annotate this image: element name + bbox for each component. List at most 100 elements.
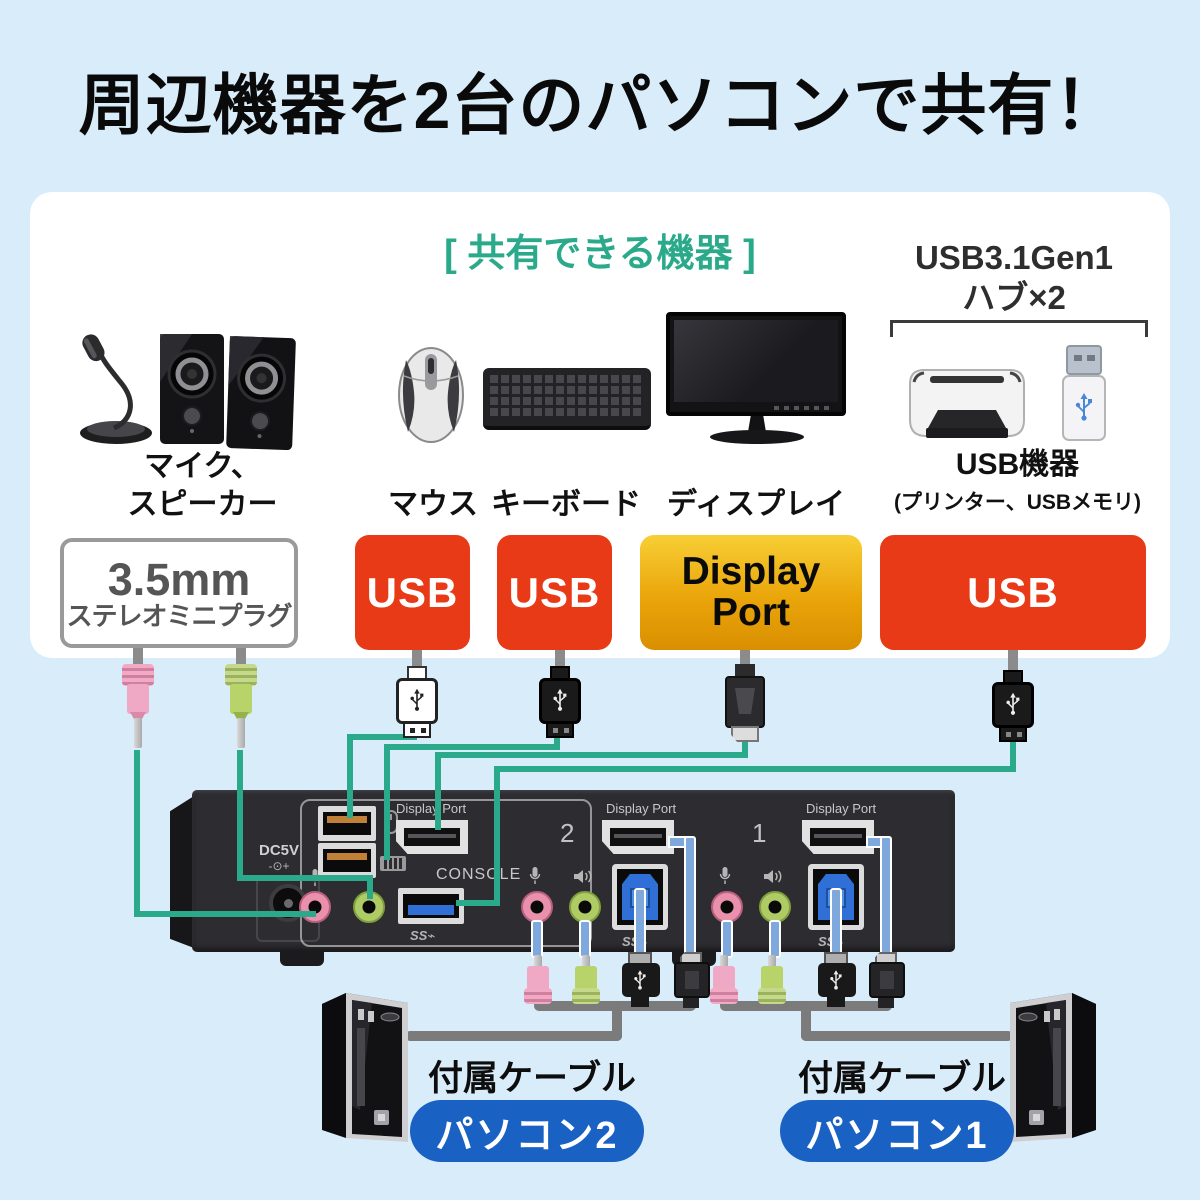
pc2-usb-cable xyxy=(634,888,646,956)
plug-body xyxy=(527,966,549,990)
pc1-dp-cable xyxy=(880,836,892,958)
hub-bracket-right xyxy=(1145,320,1148,337)
pc1-speaker-jack xyxy=(759,891,791,923)
pc1-dp-label: Display Port xyxy=(806,801,877,816)
line-mouse-h xyxy=(347,734,417,740)
plug-ridge xyxy=(710,988,738,1004)
line-usbdev-v xyxy=(494,766,500,906)
pc2-speaker-jack xyxy=(569,891,601,923)
badge-displayport: Display Port xyxy=(640,535,862,650)
pc2-tower-icon xyxy=(322,993,408,1142)
usb-trident-icon xyxy=(830,970,842,990)
kvm-side-face xyxy=(170,796,194,948)
label-usb-device-sub: (プリンター、USBメモリ) xyxy=(893,491,1142,514)
mic-glyph-icon xyxy=(719,867,731,884)
cable-stub-dp xyxy=(740,644,750,668)
badge-usb-mouse: USB xyxy=(355,535,470,650)
usb-plug-black xyxy=(537,666,583,742)
plug-taper xyxy=(130,712,146,719)
plug-body xyxy=(127,684,149,714)
console-label: CONSOLE xyxy=(436,866,522,883)
plug-body xyxy=(396,678,438,724)
pc1-bus-to-pc xyxy=(801,1031,1013,1041)
plug-ridge xyxy=(758,988,786,1004)
dp-slot xyxy=(814,834,862,838)
badge-35mm-line1: 3.5mm xyxy=(107,553,251,605)
usb-memory-body xyxy=(1062,375,1106,441)
usb-memory-slot xyxy=(1074,355,1082,361)
port-hole xyxy=(610,828,666,846)
plug-pin xyxy=(134,718,142,748)
port-hole xyxy=(810,828,866,846)
usb-trident-icon xyxy=(410,688,424,711)
pc2-dp-plug xyxy=(674,952,710,1008)
badge-dp-line1: Display xyxy=(681,549,821,593)
usb-trident-icon xyxy=(1075,393,1092,421)
usb-memory-slot xyxy=(1087,355,1095,361)
usb-contacts xyxy=(327,853,367,860)
audio-plug-green xyxy=(223,664,259,754)
label-display: ディスプレイ xyxy=(667,488,845,521)
pc2-mic-jack xyxy=(521,891,553,923)
plug-taper xyxy=(233,712,249,719)
pc2-badge: パソコン2 xyxy=(410,1100,644,1162)
pc1-usb-cable xyxy=(830,888,842,956)
hub-note-line2: ハブ×2 xyxy=(962,278,1066,316)
pc1-mic-jack xyxy=(711,891,743,923)
plug-ridge xyxy=(122,664,154,686)
line-speaker-v2 xyxy=(367,875,373,899)
pc1-cable-label: 付属ケーブル xyxy=(798,1059,1006,1098)
badge-usb-keyboard: USB xyxy=(497,535,612,650)
port-hole xyxy=(323,849,371,872)
pc2-speaker-cable xyxy=(579,920,591,958)
microphone-icon xyxy=(80,334,152,444)
cable-stub-pink xyxy=(133,644,143,666)
pc1-badge: パソコン1 xyxy=(780,1100,1014,1162)
plug-pin xyxy=(768,955,776,968)
plug-pin xyxy=(237,718,245,748)
kvm-port2-number: 2 xyxy=(560,818,575,848)
hub-note: USB3.1Gen1 ハブ×2 xyxy=(868,238,1160,317)
console-usb3-logo: SS⌁ xyxy=(410,928,436,943)
plug-body xyxy=(230,684,252,714)
speakers-icon xyxy=(160,334,296,450)
monitor-bezel xyxy=(666,312,846,416)
jack-hole xyxy=(768,900,782,914)
plug-pin xyxy=(534,955,542,968)
port-hole xyxy=(404,828,460,846)
plug-shield xyxy=(731,726,759,742)
console-usb-port-keyboard xyxy=(318,843,376,878)
kvm-polarity-label: -⊙+ xyxy=(268,859,290,873)
plug-neck xyxy=(827,997,845,1007)
jack-hole xyxy=(308,900,322,914)
keyboard-icon xyxy=(483,368,651,430)
line-keyboard-v xyxy=(384,744,390,860)
line-usbdev-stub xyxy=(1010,736,1016,772)
line-dp-h xyxy=(435,752,748,758)
pc2-mic-plug xyxy=(524,955,552,1007)
plug-hole xyxy=(553,728,558,733)
plug-shield xyxy=(546,722,574,738)
pc2-mic-cable xyxy=(531,920,543,958)
plug-hole xyxy=(1006,732,1011,737)
plug-hole xyxy=(410,728,415,733)
pc1-dp-plug xyxy=(869,952,905,1008)
usb-plug-devices xyxy=(990,670,1036,746)
plug-pin xyxy=(720,955,728,968)
label-usb-device: USB機器 xyxy=(955,448,1080,481)
label-keyboard: キーボード xyxy=(491,488,641,521)
jack-hole xyxy=(720,900,734,914)
pc1-dp-port xyxy=(802,820,874,854)
plug-hole xyxy=(1017,732,1022,737)
speaker-right xyxy=(226,336,296,450)
usb-trident-icon xyxy=(1006,692,1020,715)
page-title: 周辺機器を2台のパソコンで共有！ xyxy=(78,68,1122,142)
label-mic: マイク、 xyxy=(144,450,261,483)
plug-body xyxy=(725,676,765,728)
line-mic xyxy=(134,750,140,917)
plug-shield xyxy=(403,722,431,738)
jack-hole xyxy=(578,900,592,914)
label-mic-speaker: マイク、 スピーカー xyxy=(95,448,310,523)
dp-slot xyxy=(614,834,662,838)
plug-body xyxy=(575,966,597,990)
